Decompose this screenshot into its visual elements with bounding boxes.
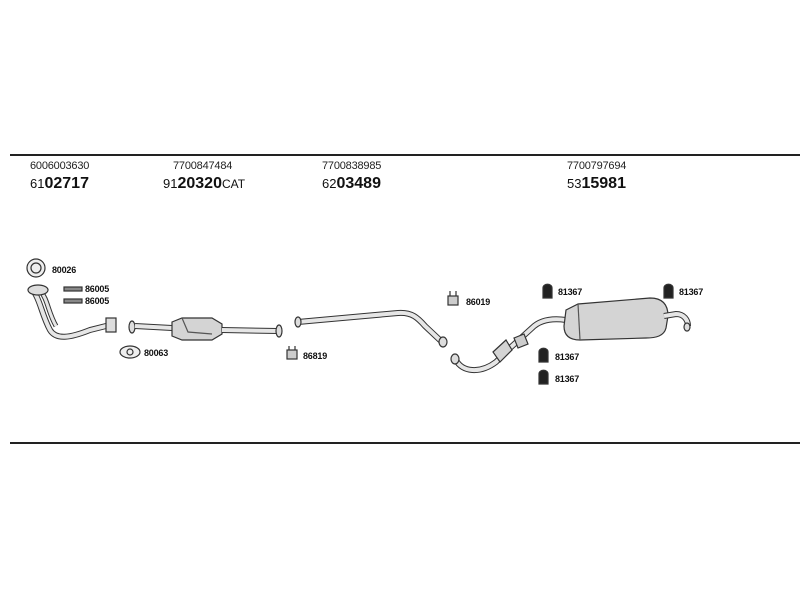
part-number-suffix: CAT — [221, 177, 246, 191]
rubber-hanger-icon — [538, 369, 549, 385]
label-clamp-b: 86005 — [85, 296, 110, 306]
label-hanger-4: 81367 — [555, 374, 580, 384]
part-number-rear-silencer: 5315981 — [567, 175, 626, 193]
part-number-front-pipe: 6102717 — [30, 175, 89, 193]
top-divider-line — [10, 154, 800, 156]
oe-number-rear-silencer: 7700797694 — [567, 160, 627, 172]
oe-number-catalyst: 7700847484 — [173, 160, 233, 172]
middle-pipe-icon — [294, 309, 448, 348]
part-number-prefix: 62 — [322, 176, 337, 191]
part-number-main: 15981 — [581, 175, 626, 192]
part-number-middle-pipe: 6203489 — [322, 175, 381, 193]
clamp-screw-icon — [63, 286, 83, 304]
part-number-main: 20320 — [177, 175, 222, 192]
part-number-prefix: 91 — [163, 176, 178, 191]
part-number-catalyst: 9120320CAT — [163, 175, 245, 193]
label-clamp-rear: 86019 — [466, 297, 491, 307]
label-hanger-1: 81367 — [558, 287, 583, 297]
label-flange-gasket: 80063 — [144, 348, 169, 358]
label-hanger-2: 81367 — [679, 287, 704, 297]
bottom-divider-line — [10, 442, 800, 444]
part-number-prefix: 53 — [567, 176, 582, 191]
part-number-prefix: 61 — [30, 176, 45, 191]
rear-silencer-icon — [450, 297, 691, 373]
rubber-hanger-icon — [663, 283, 674, 299]
oe-number-middle-pipe: 7700838985 — [322, 160, 382, 172]
part-number-main: 03489 — [336, 175, 381, 192]
clamp-icon — [286, 346, 298, 360]
label-ring-gasket: 80026 — [52, 265, 77, 275]
oe-number-front-pipe: 6006003630 — [30, 160, 90, 172]
label-clamp-mid: 86819 — [303, 351, 328, 361]
rubber-hanger-icon — [542, 283, 553, 299]
front-pipe-icon — [27, 284, 117, 340]
rubber-hanger-icon — [538, 347, 549, 363]
part-number-main: 02717 — [44, 175, 89, 192]
ring-gasket-icon — [26, 258, 46, 278]
catalytic-converter-icon — [128, 317, 283, 341]
flange-gasket-icon — [119, 345, 141, 359]
label-clamp-a: 86005 — [85, 284, 110, 294]
label-hanger-3: 81367 — [555, 352, 580, 362]
clamp-icon — [447, 291, 459, 306]
